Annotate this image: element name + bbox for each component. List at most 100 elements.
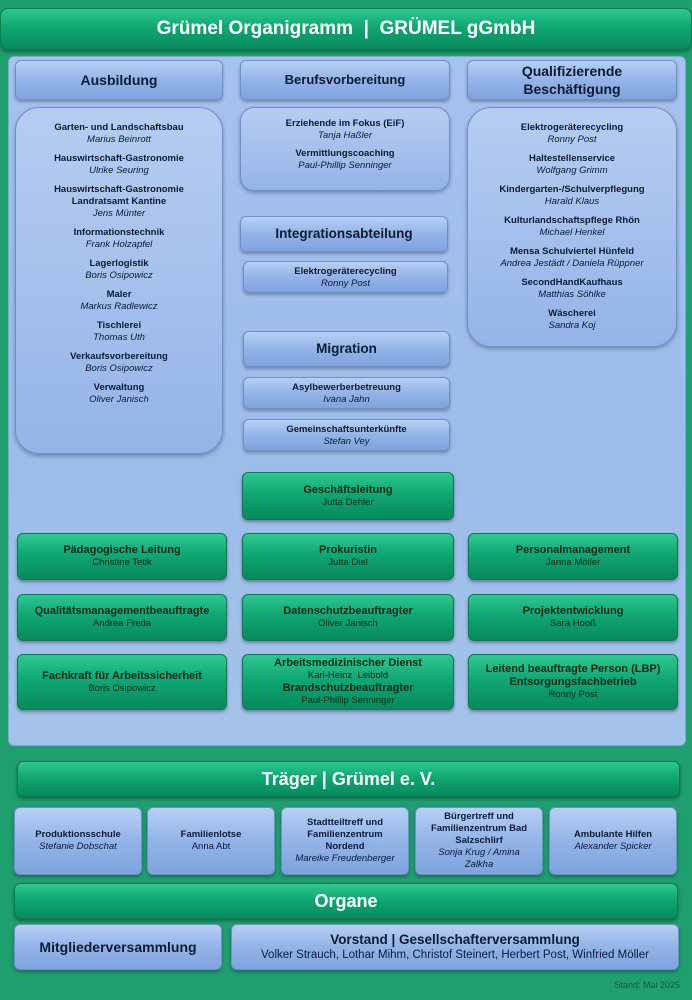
- traeger-header: Träger | Grümel e. V.: [17, 761, 680, 797]
- vorstand-box: Vorstand | Gesellschafterversammlung Vol…: [231, 924, 679, 970]
- ausbildung-item-title: Garten- und Landschaftsbau: [54, 122, 184, 133]
- ausbildung-item-person: Marius Beinrott: [87, 134, 151, 145]
- ausbildung-item-title: Hauswirtschaft-Gastronomie: [54, 153, 184, 164]
- qualifizierende-item-title: Haltestellenservice: [528, 153, 616, 164]
- paedagogische-leitung-box: Pädagogische Leitung Christine Tetik: [17, 533, 227, 580]
- berufsvorbereitung-item-title: Erziehende im Fokus (EiF): [285, 118, 405, 129]
- ausbildung-item-title: Tischlerei: [96, 320, 142, 331]
- qualifizierende-item-person: Matthias Söhlke: [538, 289, 606, 300]
- qualitaetsmanagement-box: Qualitätsmanagementbeauftragte Andrea Fr…: [17, 594, 227, 641]
- qualifizierende-item-person: Michael Henkel: [539, 227, 605, 238]
- ausbildung-item-title: Hauswirtschaft-Gastronomie Landratsamt K…: [54, 184, 184, 207]
- integration-item-person: Ronny Post: [320, 278, 371, 289]
- traeger-item-title: Stadtteiltreff und Familienzentrum Norde…: [307, 817, 383, 852]
- ausbildung-item-title: Informationstechnik: [73, 227, 165, 238]
- ausbildung-item-person: Markus Radlewicz: [80, 301, 158, 312]
- qualifizierende-item-person: Wolfgang Grimm: [536, 165, 608, 176]
- traeger-item-person: Anna Abt: [191, 841, 231, 852]
- lbp-box: Leitend beauftragte Person (LBP) Entsorg…: [468, 654, 678, 710]
- header-integration: Integrationsabteilung: [240, 216, 448, 252]
- header-qualifizierende: Qualifizierende Beschäftigung: [467, 60, 677, 100]
- traeger-item-title: Ambulante Hilfen: [573, 829, 653, 840]
- ausbildung-item-title: Verwaltung: [93, 382, 145, 393]
- header-berufsvorbereitung: Berufsvorbereitung: [240, 60, 450, 100]
- ausbildung-item-person: Jens Münter: [92, 208, 146, 219]
- berufsvorbereitung-item-person: Paul-Phillip Senninger: [298, 160, 392, 171]
- ausbildung-item-person: Ulrike Seuring: [89, 165, 149, 176]
- qualifizierende-item-person: Andrea Jestädt / Daniela Rüppner: [500, 258, 644, 269]
- ausbildung-item-title: Verkaufsvorbereitung: [70, 351, 168, 362]
- ausbildung-item-title: Maler: [106, 289, 132, 300]
- projektentwicklung-box: Projektentwicklung Sara Hooß: [468, 594, 678, 641]
- ausbildung-item-person: Boris Osipowicz: [85, 270, 153, 281]
- stand-date: Stand: Mai 2025: [614, 980, 680, 990]
- traeger-item: Stadtteiltreff und Familienzentrum Norde…: [281, 807, 409, 875]
- qualifizierende-item-person: Harald Klaus: [544, 196, 600, 207]
- qualifizierende-item-title: Mensa Schulviertel Hünfeld: [509, 246, 635, 257]
- berufsvorbereitung-item-title: Vermittlungscoaching: [295, 148, 395, 159]
- title-bar: Grümel Organigramm | GRÜMEL gGmbH: [0, 8, 692, 50]
- qualifizierende-item-title: Wäscherei: [548, 308, 596, 319]
- traeger-item-person: Alexander Spicker: [574, 841, 652, 852]
- qualifizierende-item-title: SecondHandKaufhaus: [521, 277, 623, 288]
- traeger-item-person: Sonja Krug / Amina Zalkha: [438, 847, 520, 870]
- header-ausbildung: Ausbildung: [15, 60, 223, 100]
- organe-header: Organe: [14, 883, 678, 919]
- traeger-item-person: Mareike Freudenberger: [295, 853, 395, 864]
- ausbildung-item-person: Thomas Uth: [93, 332, 145, 343]
- berufsvorbereitung-item: Erziehende im Fokus (EiF)Tanja Haßler: [241, 118, 449, 142]
- arbeitssicherheit-box: Fachkraft für Arbeitssicherheit Boris Os…: [17, 654, 227, 710]
- page-title: Grümel Organigramm | GRÜMEL gGmbH: [156, 18, 536, 39]
- traeger-item-title: Bürgertreff und Familienzentrum Bad Salz…: [430, 811, 528, 846]
- mitgliederversammlung-box: Mitgliederversammlung: [14, 924, 222, 970]
- qualifizierende-item-person: Ronny Post: [547, 134, 597, 145]
- qualifizierende-item-title: Kindergarten-/Schulverpflegung: [499, 184, 645, 195]
- traeger-item-person: Stefanie Dobschat: [39, 841, 117, 852]
- geschaeftsleitung-box: Geschäftsleitung Jutta Dehler: [242, 472, 454, 520]
- ausbildung-item-person: Boris Osipowicz: [85, 363, 153, 374]
- qualifizierende-item-person: Sandra Koj: [548, 320, 596, 331]
- ausbildung-item-person: Oliver Janisch: [89, 394, 149, 405]
- ausbildung-item-title: Lagerlogistik: [89, 258, 149, 269]
- personalmanagement-box: Personalmanagement Janna Möller: [468, 533, 678, 580]
- traeger-item: Bürgertreff und Familienzentrum Bad Salz…: [415, 807, 543, 875]
- traeger-item-title: Produktionsschule: [35, 829, 121, 840]
- integration-item-title: Elektrogeräterecycling: [294, 266, 397, 277]
- traeger-item-title: Familienlotse: [180, 829, 242, 840]
- ausbildung-item-person: Frank Holzapfel: [85, 239, 153, 250]
- header-migration: Migration: [243, 331, 450, 367]
- ausbildung-item: Hauswirtschaft-Gastronomie Landratsamt K…: [16, 184, 222, 220]
- prokuristin-box: Prokuristin Jutta Diel: [242, 533, 454, 580]
- qualifizierende-item-title: Kulturlandschaftspflege Rhön: [504, 215, 640, 226]
- migration-item-1: Asylbewerberbetreuung Ivana Jahn: [243, 377, 450, 409]
- berufsvorbereitung-item-person: Tanja Haßler: [317, 130, 373, 141]
- qualifizierende-item-title: Elektrogeräterecycling: [520, 122, 624, 133]
- arbeitsmedizin-box: Arbeitsmedizinischer Dienst Kari-Heinz L…: [242, 654, 454, 710]
